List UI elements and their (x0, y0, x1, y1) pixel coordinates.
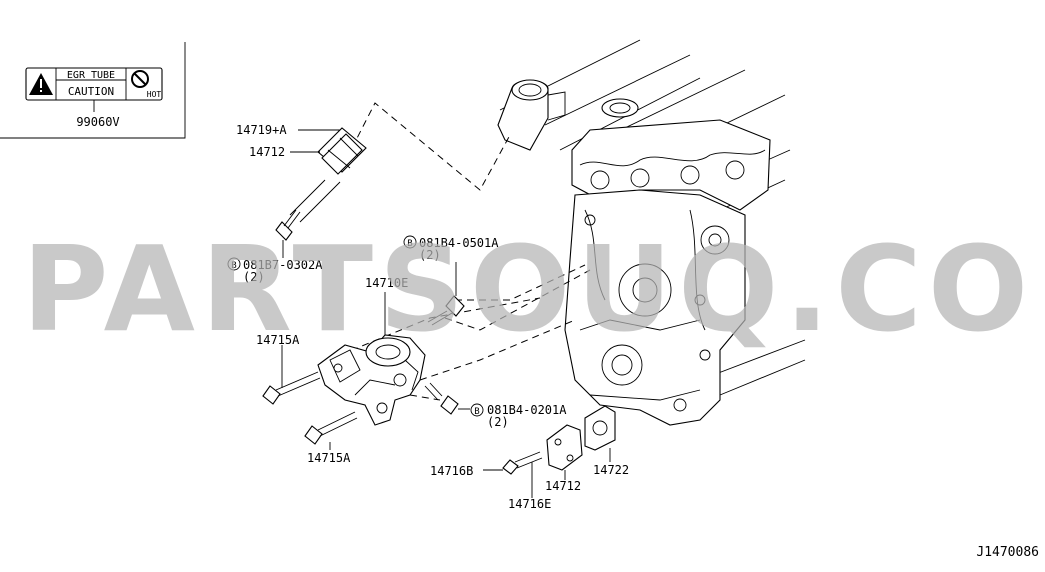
bolt-081B4-0201A (424, 382, 459, 415)
warning-triangle-icon (29, 73, 53, 95)
hot-text: HOT (147, 90, 162, 99)
callout-14712-lower: 14712 (545, 479, 581, 493)
bolt-symbol-081B7: B (231, 261, 236, 271)
callout-14712-upper: 14712 (249, 145, 285, 159)
bolt-14715A-upper (262, 371, 321, 405)
callout-081B4-0201A: 081B4-0201A (487, 403, 567, 417)
bolt-081B7 (275, 209, 301, 241)
callout-14716E: 14716E (508, 497, 551, 511)
caution-label-inset: EGR TUBE CAUTION HOT 99060V (0, 42, 186, 139)
callout-14715A-upper: 14715A (256, 333, 300, 347)
callout-081B7-qty: (2) (243, 270, 265, 284)
bolt-14715A-lower (304, 411, 358, 445)
callout-081B7-0302A: 081B7-0302A (243, 258, 323, 272)
callout-081B4-0501A-qty: (2) (419, 248, 441, 262)
callout-14715A-lower: 14715A (307, 451, 351, 465)
bolt-081B4-0501A (427, 295, 465, 326)
callout-14716B: 14716B (430, 464, 473, 478)
egr-gasket-lower (584, 405, 616, 451)
bolt-symbol-0201A: B (474, 407, 479, 417)
callout-081B4-0501A-group: B 081B4-0501A (2) (403, 235, 499, 262)
callout-14719A: 14719+A (236, 123, 287, 137)
no-touch-icon (131, 70, 149, 88)
callout-081B4-0201A-group: B 081B4-0201A (2) (470, 403, 567, 429)
diagram-code: J1470086 (976, 545, 1039, 560)
caution-text: CAUTION (68, 85, 114, 98)
callout-14710E: 14710E (365, 276, 408, 290)
egr-cover-plate (546, 424, 583, 471)
egr-tube-gasket-upper (289, 127, 367, 223)
callout-leaders (281, 129, 611, 498)
engine-block (497, 39, 806, 426)
watermark: PARTSOUQ.COM (22, 220, 1045, 358)
bolt-symbol-0501A: B (407, 239, 412, 249)
callouts: 14719+A 14712 B 081B7-0302A (2) B 081B4-… (227, 123, 629, 511)
callout-081B4-0501A: 081B4-0501A (419, 236, 499, 250)
callout-14722: 14722 (593, 463, 629, 477)
caution-part-number: 99060V (76, 115, 119, 129)
callout-081B7-group: B 081B7-0302A (2) (227, 257, 323, 284)
bolt-14716 (502, 451, 543, 475)
egr-valve-assembly (317, 334, 426, 426)
egr-tube-text: EGR TUBE (67, 70, 115, 81)
dashed-leader-lines (339, 102, 611, 431)
callout-081B4-0201A-qty: (2) (487, 415, 509, 429)
